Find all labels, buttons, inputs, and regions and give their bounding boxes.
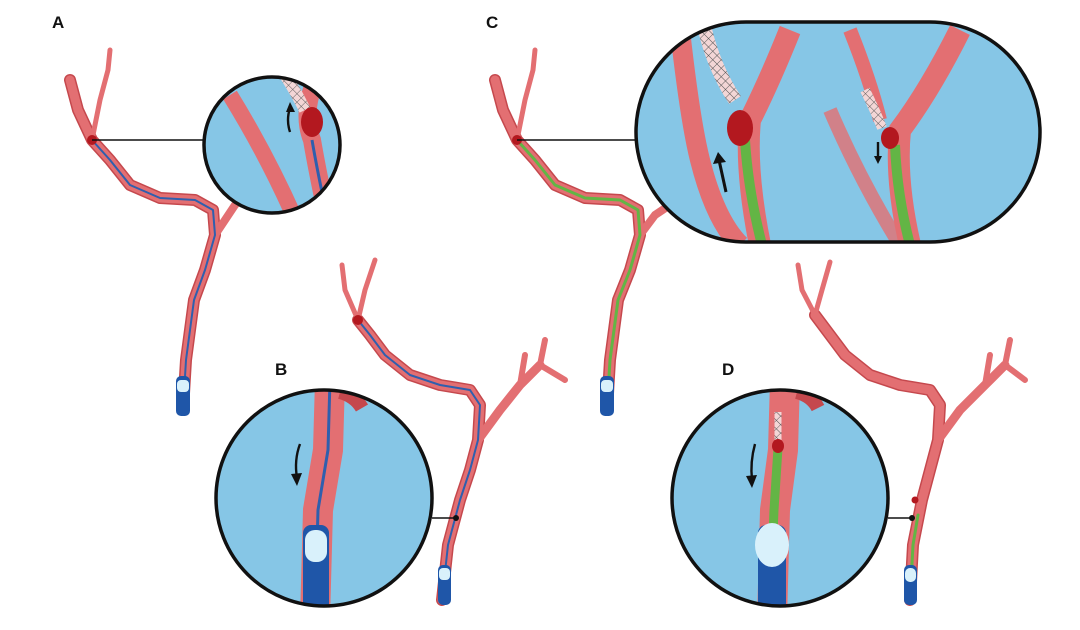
panel-b: B [214, 257, 568, 608]
balloon-d-inset [755, 523, 789, 567]
inset-b [214, 388, 434, 608]
clot-marker-d [911, 496, 919, 504]
stent-mesh-c2 [860, 87, 887, 130]
inset-c [634, 20, 1042, 244]
inset-d [670, 388, 890, 608]
inset-a [202, 75, 342, 215]
balloon-a [177, 380, 189, 392]
panel-c: C [486, 13, 1042, 416]
balloon-b-inset [305, 530, 327, 562]
panel-label-c: C [486, 13, 498, 32]
clot-c1 [727, 110, 753, 146]
balloon-d [905, 568, 916, 582]
clot-marker-b [353, 315, 363, 325]
direction-arrow-c1 [717, 159, 728, 193]
panel-label-b: B [275, 360, 287, 379]
catheter-green-c1 [740, 139, 767, 242]
clot-a [301, 107, 323, 137]
clot-c2 [881, 127, 899, 149]
panel-label-d: D [722, 360, 734, 379]
balloon-c [601, 380, 613, 392]
panel-d: D [670, 259, 1028, 608]
vessel-tree-d [795, 259, 1028, 606]
clot-d [772, 439, 784, 453]
stent-mesh-c1 [698, 28, 741, 104]
balloon-b [439, 568, 450, 580]
panel-label-a: A [52, 13, 64, 32]
vessel-tree-b [339, 257, 568, 606]
catheter-green-c2 [890, 144, 915, 242]
panel-a: A [52, 13, 342, 416]
